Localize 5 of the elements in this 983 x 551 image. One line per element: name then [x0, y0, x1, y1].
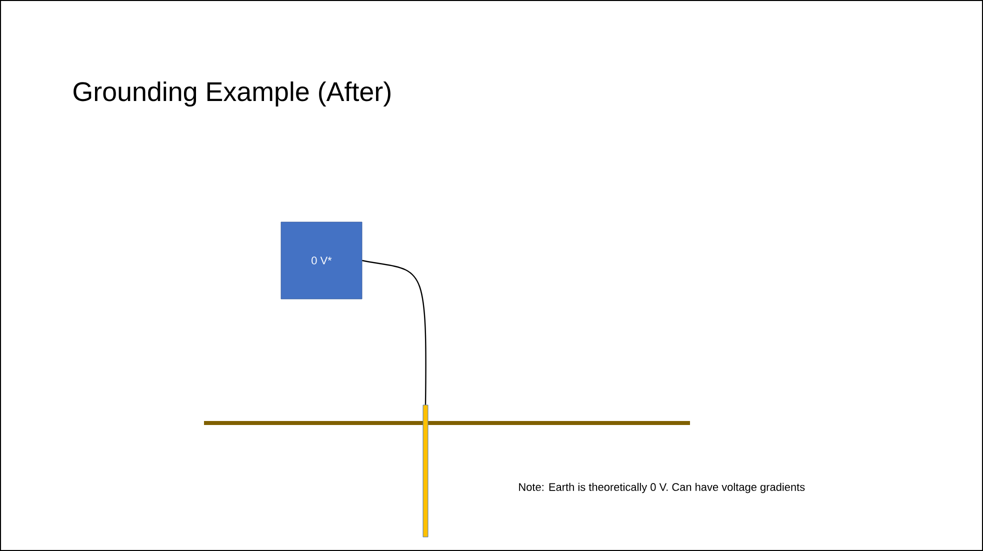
wire [362, 260, 426, 405]
voltage-box: 0 V* [280, 222, 362, 300]
title: Grounding Example (After) [74, 81, 390, 107]
ground-rod [422, 404, 428, 538]
note: Note: Earth is theoretically 0 V. Can have voltage gradients [519, 482, 805, 494]
